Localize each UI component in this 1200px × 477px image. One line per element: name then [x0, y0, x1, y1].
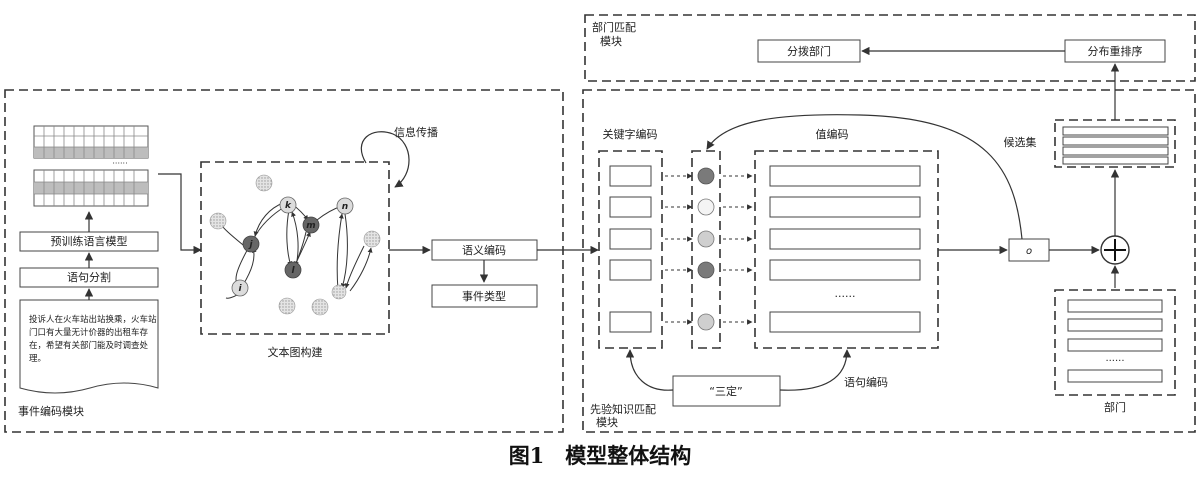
- graph-node-j: [242, 235, 260, 253]
- info-propagation-label: 信息传播: [394, 125, 438, 139]
- value-slots: [769, 165, 921, 333]
- grid-dots: ······: [112, 159, 127, 168]
- node-label-n: n: [342, 202, 348, 212]
- sentence-encoding-label: 语句编码: [844, 375, 888, 389]
- graph-nodes: [209, 174, 381, 316]
- department-matching-module-frame: [584, 14, 1196, 82]
- node-label-m: m: [306, 221, 315, 231]
- dispatch-label: 分拨部门: [787, 44, 831, 58]
- department-slots: [1067, 299, 1163, 383]
- sentence-split-label: 语句分割: [67, 270, 111, 284]
- key-attention-arrows: [665, 173, 753, 325]
- o-label: o: [1026, 246, 1032, 257]
- department-slot: [1067, 299, 1163, 313]
- attention-node: [697, 198, 715, 216]
- key-slot: [609, 228, 652, 250]
- candidate-slot: [1062, 126, 1169, 136]
- event-encoding-module-frame: [4, 89, 564, 433]
- rerank-label: 分布重排序: [1088, 44, 1143, 58]
- complaint-line-4: 理。: [29, 354, 46, 364]
- graph-node-plain: [209, 212, 227, 230]
- key-slot: [609, 196, 652, 218]
- event-type-label: 事件类型: [462, 289, 506, 303]
- attention-node: [697, 230, 715, 248]
- node-label-i: i: [238, 284, 242, 294]
- attention-node: [697, 261, 715, 279]
- prior-knowledge-module-frame: [582, 89, 1196, 433]
- value-slot: [769, 165, 921, 187]
- value-slot: [769, 196, 921, 218]
- plus-icon: [1100, 235, 1130, 265]
- embedding-grid-top: [33, 125, 149, 159]
- candidate-slot: [1062, 156, 1169, 165]
- candidate-slots: [1062, 126, 1169, 165]
- value-encoding-label: 值编码: [816, 127, 849, 141]
- key-slot: [609, 259, 652, 281]
- key-encoding-label: 关键字编码: [603, 127, 658, 141]
- node-label-j: j: [247, 240, 253, 250]
- key-slot: [609, 311, 652, 333]
- dispatch-box: [757, 39, 861, 63]
- graph-node-n: [336, 197, 354, 215]
- graph-node-plain: [311, 298, 329, 316]
- graph-node-i: [231, 279, 249, 297]
- attention-nodes: [697, 167, 715, 331]
- event-encoding-module-label: 事件编码模块: [18, 404, 84, 418]
- node-label-l: l: [291, 266, 295, 276]
- arrow-sanding-to-values: [779, 349, 852, 391]
- info-propagation-loop: [360, 131, 410, 188]
- san-ding-box: [672, 375, 781, 407]
- node-label-k: k: [285, 201, 292, 211]
- department-dots: ······: [1105, 356, 1124, 367]
- department-matching-module-label: 部门匹配: [592, 20, 636, 34]
- key-slot: [609, 165, 652, 187]
- figure-caption: 图1 模型整体结构: [509, 443, 692, 468]
- attention-node: [697, 167, 715, 185]
- graph-node-k: [279, 196, 297, 214]
- candidate-slot: [1062, 146, 1169, 156]
- graph-node-l: [284, 261, 302, 279]
- graph-node-plain: [255, 174, 273, 192]
- department-matching-module-label-2: 模块: [600, 35, 622, 48]
- candidate-slot: [1062, 136, 1169, 146]
- arrow-grid-to-graph: [158, 173, 202, 255]
- arrow-o-feedback: [706, 114, 1023, 240]
- complaint-line-1: 投诉人在火车站出站换乘，火车站: [29, 314, 157, 325]
- department-slot: [1067, 318, 1163, 332]
- candidate-set-label: 候选集: [1004, 135, 1037, 149]
- text-graph-label: 文本图构建: [268, 345, 323, 359]
- prior-knowledge-module-label-2: 模块: [596, 416, 618, 429]
- graph-node-plain: [331, 284, 347, 300]
- department-slot: [1067, 338, 1163, 352]
- value-slot: [769, 228, 921, 250]
- value-slot: [769, 311, 921, 333]
- prior-knowledge-module-label: 先验知识匹配: [590, 402, 656, 416]
- key-slots: [609, 165, 652, 333]
- department-label: 部门: [1104, 400, 1126, 414]
- graph-edges: [219, 202, 373, 299]
- san-ding-label: “三定”: [709, 384, 742, 398]
- semantic-encoding-label: 语义编码: [462, 243, 506, 257]
- event-type-box: [431, 284, 538, 308]
- pretrained-lm-label: 预训练语言模型: [51, 234, 128, 248]
- arrow-sanding-to-keys: [625, 349, 674, 391]
- complaint-line-2: 门口有大量无计价器的出租车存: [29, 327, 149, 338]
- department-slot: [1067, 369, 1163, 383]
- graph-node-plain: [278, 297, 296, 315]
- value-slot: [769, 259, 921, 281]
- value-dots: ······: [835, 290, 856, 303]
- complaint-line-3: 在，希望有关部门能及时调查处: [29, 340, 149, 351]
- complaint-document: [19, 299, 159, 394]
- graph-node-m: [302, 216, 320, 234]
- attention-node: [697, 313, 715, 331]
- embedding-grid-bottom: [33, 169, 149, 207]
- graph-node-plain: [363, 230, 381, 248]
